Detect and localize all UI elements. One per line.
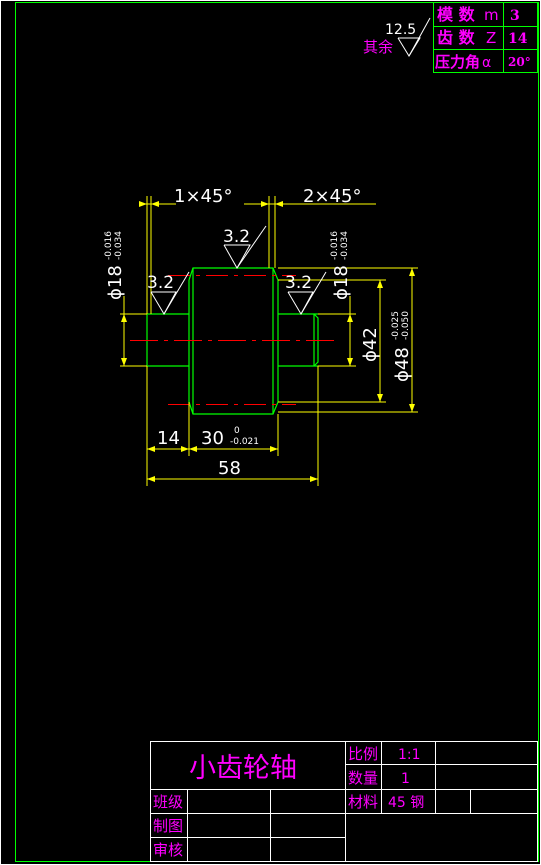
gear-parameter-table [433,2,538,73]
inner-frame [15,2,539,862]
dimension-lines [120,196,418,486]
dimension-arrows [121,201,415,482]
gear-face-roughness-value: 3.2 [223,227,250,247]
general-roughness-symbol [397,17,431,57]
general-roughness-label: 其余 [363,38,393,56]
class-label: 班级 [153,793,183,811]
dia-right-tol-upper: -0.016 [330,231,340,260]
dia-42-dimension: ϕ42 [360,327,381,362]
module-value: 3 [510,8,520,24]
dia-42-text: ϕ42 [360,327,381,362]
left-journal-roughness-symbol [150,271,190,316]
qty-value: 1 [401,771,410,787]
right-journal-roughness-value: 3.2 [285,273,312,293]
left-journal-roughness-value: 3.2 [147,273,174,293]
pressure-label: 压力角 [435,53,480,71]
scale-value: 1:1 [398,747,421,763]
teeth-label: 齿 数 [437,28,476,47]
len-30-tol-upper: 0 [234,426,240,436]
len-30-tol-lower: -0.021 [230,437,259,447]
dia-48-text: ϕ48 [392,347,413,382]
dia-right-tol-lower: -0.034 [340,231,350,260]
dia-left-tol-upper: -0.016 [104,231,114,260]
dia-48-tol-lower: -0.050 [401,311,411,340]
right-journal-roughness-symbol [287,271,327,316]
len-58-text: 58 [218,458,241,479]
len-30-text: 30 [201,428,224,449]
title-block-grid [150,741,538,862]
dia-left-dimension: ϕ18 -0.016 -0.034 [104,231,126,300]
module-label: 模 数 [437,5,476,24]
module-symbol: m [484,6,499,24]
dia-left-text: ϕ18 [105,265,126,300]
dia-48-dimension: ϕ48 -0.025 -0.050 [391,311,413,382]
teeth-symbol: Z [486,29,496,47]
qty-label: 数量 [348,769,378,787]
material-value: 45 钢 [388,795,424,811]
drawn-label: 制图 [153,817,183,835]
pressure-symbol: α [482,55,491,71]
dia-48-tol-upper: -0.025 [391,311,401,340]
len-14-text: 14 [157,428,180,449]
dia-right-text: ϕ18 [331,265,352,300]
chamfer-left-text: 1×45° [174,186,232,207]
dia-right-dimension: ϕ18 -0.016 -0.034 [330,231,352,300]
pressure-value: 20° [508,55,531,69]
chamfer-right-text: 2×45° [303,186,361,207]
gear-face-roughness-symbol [223,225,267,270]
material-label: 材料 [348,793,378,811]
check-label: 审核 [153,841,183,859]
centre-lines [130,275,340,405]
dia-left-tol-lower: -0.034 [114,231,124,260]
general-roughness-value: 12.5 [385,22,416,38]
scale-label: 比例 [348,745,378,763]
teeth-value: 14 [508,31,528,47]
part-name: 小齿轮轴 [189,753,297,784]
